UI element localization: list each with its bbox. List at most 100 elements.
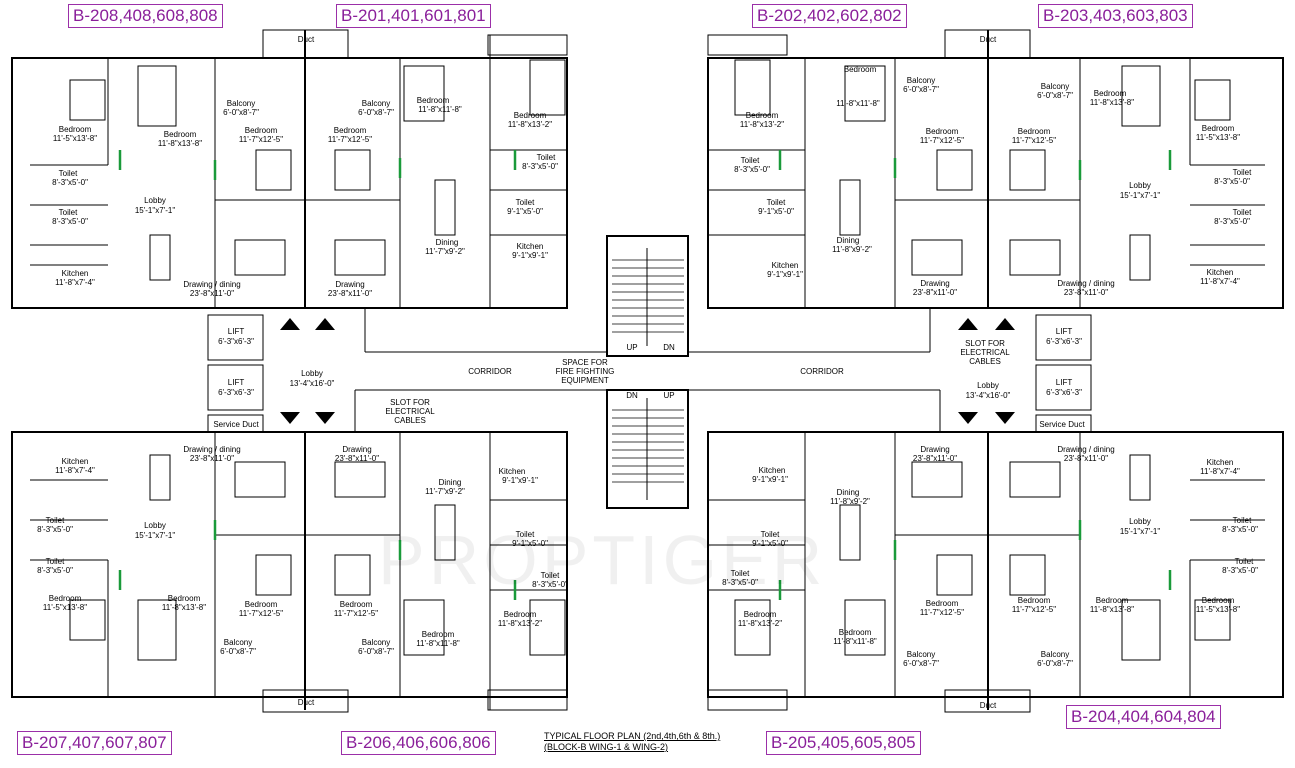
stair-dn-label: DN: [626, 391, 638, 400]
room-size: 8'-3"x5'-0": [522, 162, 558, 171]
room-size: 11'-8"x11'-8": [416, 639, 460, 648]
fire-label: SPACE FOR: [562, 358, 608, 367]
room-label: Toilet: [46, 516, 65, 525]
room-size: 6'-0"x8'-7": [903, 85, 939, 94]
room-label: Toilet: [59, 169, 78, 178]
room-label: Bedroom: [334, 126, 367, 135]
room-size: 8'-3"x5'-0": [532, 580, 568, 589]
room-label: Lobby: [144, 521, 166, 530]
room-size: 9'-1"x9'-1": [502, 476, 538, 485]
room-label: Bedroom: [1094, 89, 1127, 98]
room-label: Dining: [837, 236, 860, 245]
fire-label: FIRE FIGHTING: [556, 367, 615, 376]
room-label: Drawing: [342, 445, 371, 454]
room-label: Kitchen: [62, 457, 89, 466]
room-label: Drawing: [335, 280, 364, 289]
room-label: Bedroom: [422, 630, 455, 639]
room-label: Lobby: [1129, 517, 1151, 526]
room-size: 11'-7"x9'-2": [425, 487, 465, 496]
room-size: 23'-8"x11'-0": [913, 288, 957, 297]
room-size: 6'-0"x8'-7": [903, 659, 939, 668]
room-size: 11'-8"x11'-8": [418, 105, 462, 114]
room-size: 11'-8"x7'-4": [55, 466, 95, 475]
lift-label: LIFT: [1056, 378, 1073, 387]
room-size: 11'-5"x13'-8": [43, 603, 87, 612]
room-size: 8'-3"x5'-0": [52, 217, 88, 226]
room-size: 11'-8"x13'-8": [162, 603, 206, 612]
room-label: Toilet: [1235, 557, 1254, 566]
room-label: Kitchen: [759, 466, 786, 475]
room-size: 11'-7"x12'-5": [334, 609, 378, 618]
room-label: Bedroom: [1096, 596, 1129, 605]
caption-line-1: TYPICAL FLOOR PLAN (2nd,4th,6th & 8th.): [544, 731, 721, 741]
duct-label: Duct: [298, 35, 315, 44]
room-size: 11'-8"x11'-8": [836, 99, 880, 108]
room-size: 6'-0"x8'-7": [358, 647, 394, 656]
room-label: Bedroom: [744, 610, 777, 619]
room-size: 23'-8"x11'-0": [328, 289, 372, 298]
stair-up-label: UP: [626, 343, 637, 352]
room-size: 8'-3"x5'-0": [1222, 525, 1258, 534]
room-label: Bedroom: [49, 594, 82, 603]
room-size: 15'-1"x7'-1": [135, 531, 175, 540]
room-label: Balcony: [907, 650, 935, 659]
core-lobby-label: Lobby: [977, 381, 999, 390]
room-label: Drawing / dining: [183, 445, 240, 454]
room-label: Bedroom: [746, 111, 779, 120]
proptiger-watermark: PROPTIGER: [378, 521, 827, 599]
room-label: Bedroom: [1202, 124, 1235, 133]
room-size: 11'-7"x12'-5": [920, 136, 964, 145]
room-label: Drawing: [920, 445, 949, 454]
room-label: Kitchen: [1207, 458, 1234, 467]
room-label: Toilet: [59, 208, 78, 217]
unit-tag-bottom-center-right: B-205,405,605,805: [766, 731, 921, 755]
room-size: 8'-3"x5'-0": [1222, 566, 1258, 575]
room-size: 11'-8"x13'-8": [1090, 98, 1134, 107]
slot-label: CABLES: [969, 357, 1001, 366]
slot-label: SLOT FOR: [965, 339, 1005, 348]
room-label: Lobby: [144, 196, 166, 205]
room-label: Dining: [436, 238, 459, 247]
duct-label: Duct: [980, 701, 997, 710]
room-label: Toilet: [1233, 516, 1252, 525]
room-label: Toilet: [46, 557, 65, 566]
room-label: Toilet: [731, 569, 750, 578]
room-label: Drawing: [920, 279, 949, 288]
room-size: 8'-3"x5'-0": [37, 525, 73, 534]
room-label: Toilet: [761, 530, 780, 539]
room-label: Bedroom: [844, 65, 877, 74]
room-size: 11'-8"x9'-2": [830, 497, 870, 506]
room-label: Toilet: [516, 198, 535, 207]
room-label: Bedroom: [514, 111, 547, 120]
room-label: Toilet: [1233, 168, 1252, 177]
lift-label: LIFT: [1056, 327, 1073, 336]
room-size: 11'-8"x9'-2": [832, 245, 872, 254]
room-size: 8'-3"x5'-0": [52, 178, 88, 187]
room-label: Kitchen: [62, 269, 89, 278]
room-size: 23'-8"x11'-0": [190, 289, 234, 298]
room-label: Kitchen: [517, 242, 544, 251]
room-label: Bedroom: [340, 600, 373, 609]
right-wing-bottom-outline: [707, 431, 1284, 698]
room-size: 11'-8"x13'-2": [738, 619, 782, 628]
room-label: Balcony: [362, 638, 390, 647]
room-label: Bedroom: [245, 126, 278, 135]
room-label: Lobby: [1129, 181, 1151, 190]
room-size: 11'-8"x13'-8": [1090, 605, 1134, 614]
plan-caption: TYPICAL FLOOR PLAN (2nd,4th,6th & 8th.) …: [544, 731, 720, 753]
room-size: 11'-8"x13'-8": [158, 139, 202, 148]
room-label: Toilet: [741, 156, 760, 165]
duct-label: Duct: [298, 698, 315, 707]
slot-label: ELECTRICAL: [960, 348, 1010, 357]
room-size: 11'-8"x13'-2": [508, 120, 552, 129]
service-duct-right: [1035, 414, 1092, 433]
unit-tag-top-center-right: B-202,402,602,802: [752, 4, 907, 28]
lift-label: LIFT: [228, 327, 245, 336]
lift-shaft-right-2: [1035, 364, 1092, 411]
room-size: 11'-7"x12'-5": [239, 609, 283, 618]
room-size: 6'-0"x8'-7": [1037, 659, 1073, 668]
room-label: Drawing / dining: [1057, 445, 1114, 454]
room-size: 11'-7"x12'-5": [239, 135, 283, 144]
room-size: 23'-8"x11'-0": [913, 454, 957, 463]
room-label: Kitchen: [1207, 268, 1234, 277]
